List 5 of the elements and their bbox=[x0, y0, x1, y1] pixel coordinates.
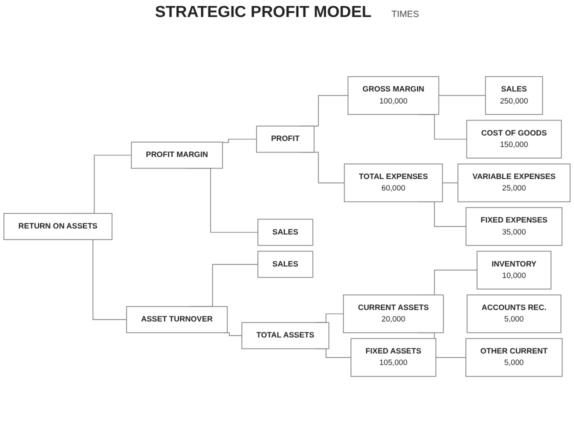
connector bbox=[222, 138, 257, 143]
note-label: TIMES bbox=[392, 9, 420, 19]
diagram-title: STRATEGIC PROFIT MODEL bbox=[154, 4, 372, 22]
connector bbox=[438, 95, 486, 96]
connector bbox=[442, 182, 458, 184]
